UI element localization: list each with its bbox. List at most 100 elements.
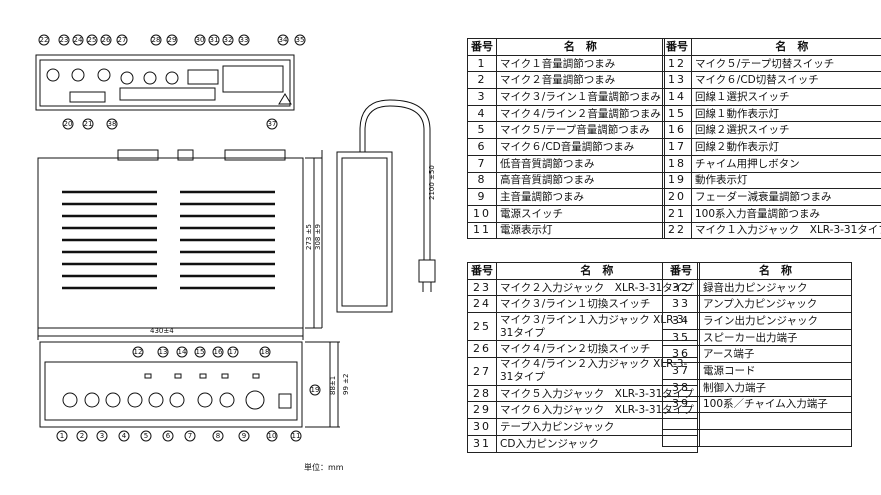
row-name: マイク１音量調節つまみ xyxy=(496,54,665,73)
callout-1: 1 xyxy=(60,432,64,440)
row-no: 30 xyxy=(467,418,497,436)
callout-17: 17 xyxy=(229,348,238,356)
row-no: 24 xyxy=(467,295,497,314)
front-callouts xyxy=(56,346,321,442)
row-name: 回線２選択スイッチ xyxy=(691,121,881,140)
row-no: 11 xyxy=(467,221,497,240)
row-name: 電源コード xyxy=(699,362,852,380)
row-name xyxy=(699,412,852,430)
rear-panel-view xyxy=(35,54,295,111)
row-no: 10 xyxy=(467,204,497,223)
row-no: 31 xyxy=(467,434,497,453)
table-row xyxy=(662,412,852,430)
row-no: 17 xyxy=(662,138,692,156)
unit-label: 単位：mm xyxy=(304,463,344,472)
row-no: 6 xyxy=(467,138,497,156)
dim-depth-1: 273 ±5 xyxy=(305,224,313,250)
row-no: 23 xyxy=(467,278,497,297)
callout-29: 29 xyxy=(168,36,177,44)
row-no: 4 xyxy=(467,104,497,123)
callout-8: 8 xyxy=(216,432,220,440)
row-name: マイク４/ライン２音量調節つまみ xyxy=(496,104,665,123)
callout-21: 21 xyxy=(84,120,93,128)
row-no: 28 xyxy=(467,384,497,403)
row-no: 18 xyxy=(662,154,692,173)
row-no: 35 xyxy=(662,328,700,347)
side-view xyxy=(336,99,436,313)
callout-28: 28 xyxy=(152,36,161,44)
header-no: 番号 xyxy=(467,38,497,56)
row-no: 13 xyxy=(662,71,692,90)
row-name: マイク２音量調節つまみ xyxy=(496,71,665,90)
callout-26: 26 xyxy=(102,36,111,44)
callout-11: 11 xyxy=(292,432,301,440)
callout-7: 7 xyxy=(188,432,192,440)
header-name: 名 称 xyxy=(699,262,852,280)
row-name: 電源スイッチ xyxy=(496,204,665,223)
callout-23: 23 xyxy=(60,36,69,44)
row-no: 2 xyxy=(467,71,497,90)
callout-10: 10 xyxy=(268,432,277,440)
row-no: 9 xyxy=(467,188,497,206)
row-no: 27 xyxy=(467,356,497,386)
callout-3: 3 xyxy=(100,432,104,440)
callout-4: 4 xyxy=(122,432,127,440)
row-name: アンプ入力ピンジャック xyxy=(699,295,852,314)
callout-38: 38 xyxy=(108,120,117,128)
header-no: 番号 xyxy=(467,262,497,280)
row-no: 33 xyxy=(662,295,700,314)
callout-5: 5 xyxy=(144,432,148,440)
row-name: 録音出力ピンジャック xyxy=(699,278,852,297)
table-header: 番号 名 称 xyxy=(467,38,665,56)
row-name: マイク５入力ジャック XLR-3-31タイプ xyxy=(496,384,698,403)
dim-cord: 2100 ±50 xyxy=(428,165,436,200)
row-name: マイク６/CD切替スイッチ xyxy=(691,71,881,90)
callout-22: 22 xyxy=(40,36,49,44)
row-name: 主音量調節つまみ xyxy=(496,188,665,206)
row-name: CD入力ピンジャック xyxy=(496,434,698,453)
top-view xyxy=(37,149,323,340)
callout-15: 15 xyxy=(196,348,205,356)
row-no: 21 xyxy=(662,204,692,223)
row-no: 39 xyxy=(662,395,700,414)
row-name: マイク３/ライン１切換スイッチ xyxy=(496,295,698,314)
callout-18: 18 xyxy=(261,348,270,356)
callout-25: 25 xyxy=(88,36,97,44)
callout-9: 9 xyxy=(242,432,246,440)
row-no: 16 xyxy=(662,121,692,140)
row-name: 回線２動作表示灯 xyxy=(691,138,881,156)
callout-20: 20 xyxy=(64,120,73,128)
callout-13: 13 xyxy=(159,348,168,356)
callout-2: 2 xyxy=(80,432,84,440)
dim-depth-2: 308 ±9 xyxy=(314,224,322,250)
callout-35: 35 xyxy=(296,36,305,44)
row-no: 3 xyxy=(467,88,497,106)
header-name: 名 称 xyxy=(496,38,665,56)
row-no: 19 xyxy=(662,171,692,190)
row-no: 26 xyxy=(467,340,497,358)
